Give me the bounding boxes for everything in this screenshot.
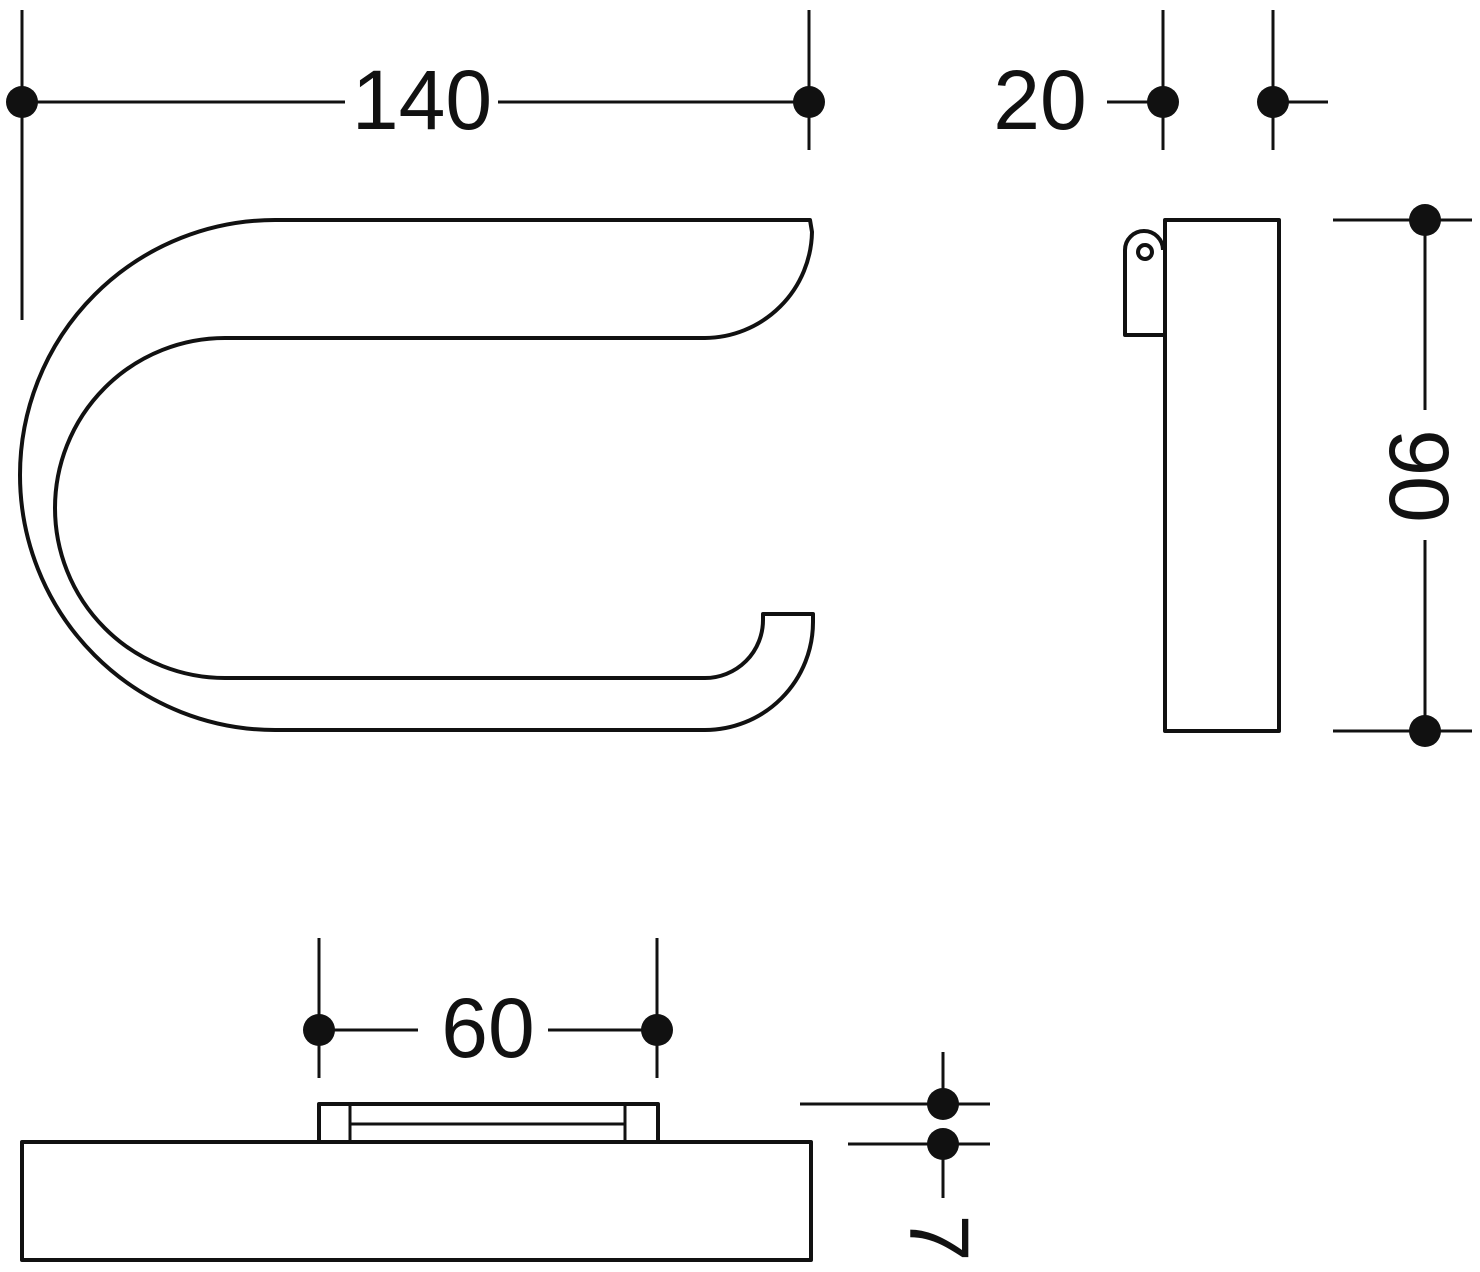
dimension-dot xyxy=(793,86,825,118)
top-view xyxy=(20,1102,813,1262)
wall-plate xyxy=(317,1102,660,1144)
screw-hole xyxy=(1136,243,1154,261)
side-view xyxy=(1123,218,1281,733)
mounting-clip xyxy=(1123,229,1165,337)
dimension-dot xyxy=(1409,715,1441,747)
dimension-dot xyxy=(927,1128,959,1160)
dimension-dot xyxy=(641,1014,673,1046)
dimension-dot xyxy=(6,86,38,118)
dimension-dot xyxy=(1257,86,1289,118)
dimension-label-mount-spacing: 60 xyxy=(441,981,534,1075)
dimension-dot xyxy=(303,1014,335,1046)
dimension-depth: 20 xyxy=(993,10,1328,150)
dimension-label-height: 90 xyxy=(1372,429,1466,522)
dimension-dot xyxy=(1409,204,1441,236)
front-view xyxy=(18,218,815,732)
dimension-label-plate-thickness: 7 xyxy=(892,1215,986,1262)
dimension-mount-spacing: 60 xyxy=(303,938,673,1078)
dimension-dot xyxy=(1147,86,1179,118)
top-view-body xyxy=(20,1140,813,1262)
dimension-label-depth: 20 xyxy=(993,53,1086,147)
dimension-plate-thickness: 7 xyxy=(800,1052,990,1261)
dimension-dot xyxy=(927,1088,959,1120)
dimension-label-length: 140 xyxy=(352,53,492,147)
dimension-length: 140 xyxy=(6,10,825,320)
holder-body-outline xyxy=(18,218,815,732)
dimension-height: 90 xyxy=(1333,204,1472,747)
side-view-body xyxy=(1163,218,1281,733)
